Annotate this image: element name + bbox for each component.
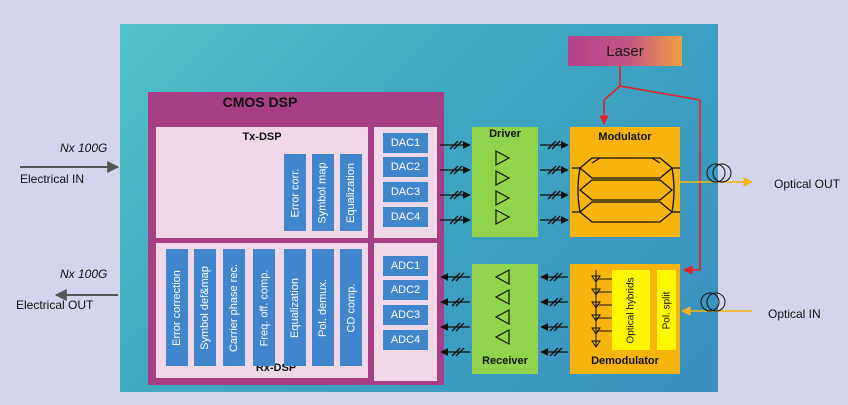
electrical-in-label: Electrical IN	[20, 172, 85, 186]
tx-symbol-map-block: Symbol map	[312, 154, 334, 231]
electrical-in-rate: Nx 100G	[60, 141, 108, 155]
rx-freq-offset-block: Freq. off. comp.	[253, 249, 275, 366]
demodulator-label: Demodulator	[591, 355, 659, 367]
laser-feed-lines	[599, 66, 701, 275]
optical-in-fiber	[681, 292, 752, 316]
optical-hybrids-block: Optical hybrids	[612, 270, 650, 350]
rx-carrier-phase-block: Carrier phase rec.	[223, 249, 245, 366]
electrical-out-label: Electrical OUT	[16, 298, 94, 312]
receiver-label: Receiver	[482, 355, 528, 367]
rx-pol-demux-block: Pol. demux.	[312, 249, 334, 366]
receiver-adc-arrows	[440, 272, 470, 357]
receiver-amplifier-icons	[494, 268, 510, 346]
dac-driver-arrows	[440, 140, 471, 225]
rx-equalization-block: Equalization	[284, 249, 306, 366]
driver-modulator-arrows	[540, 140, 569, 225]
photodiode-array-icon	[591, 270, 612, 348]
adc2-block: ADC2	[383, 280, 428, 300]
tx-dsp-title: Tx-DSP	[242, 131, 282, 143]
modulator-label: Modulator	[598, 131, 652, 143]
optical-in-label: Optical IN	[768, 307, 821, 321]
tx-equalization-block: Equalization	[340, 154, 362, 231]
rx-error-correction-block: Error correction	[166, 249, 188, 366]
rx-cd-comp-block: CD comp.	[340, 249, 362, 366]
mach-zehnder-modulator-icon	[572, 157, 680, 223]
adc4-block: ADC4	[383, 330, 428, 350]
driver-label: Driver	[489, 128, 521, 140]
demodulator-receiver-arrows	[540, 272, 568, 357]
cmos-dsp-title: CMOS DSP	[222, 94, 298, 110]
dac4-block: DAC4	[383, 207, 428, 227]
dac2-block: DAC2	[383, 157, 428, 177]
rx-symbol-def-block: Symbol def&map	[194, 249, 216, 366]
tx-error-corr-block: Error corr.	[284, 154, 306, 231]
electrical-out-rate: Nx 100G	[60, 267, 108, 281]
optical-out-label: Optical OUT	[774, 177, 841, 191]
dac1-block: DAC1	[383, 133, 428, 153]
pol-split-block: Pol. split	[657, 270, 676, 350]
driver-amplifier-icons	[495, 149, 511, 226]
adc3-block: ADC3	[383, 305, 428, 325]
dac3-block: DAC3	[383, 182, 428, 202]
laser-label: Laser	[606, 42, 644, 60]
laser-block: Laser	[568, 36, 682, 66]
adc1-block: ADC1	[383, 256, 428, 276]
optical-out-fiber	[680, 163, 753, 187]
